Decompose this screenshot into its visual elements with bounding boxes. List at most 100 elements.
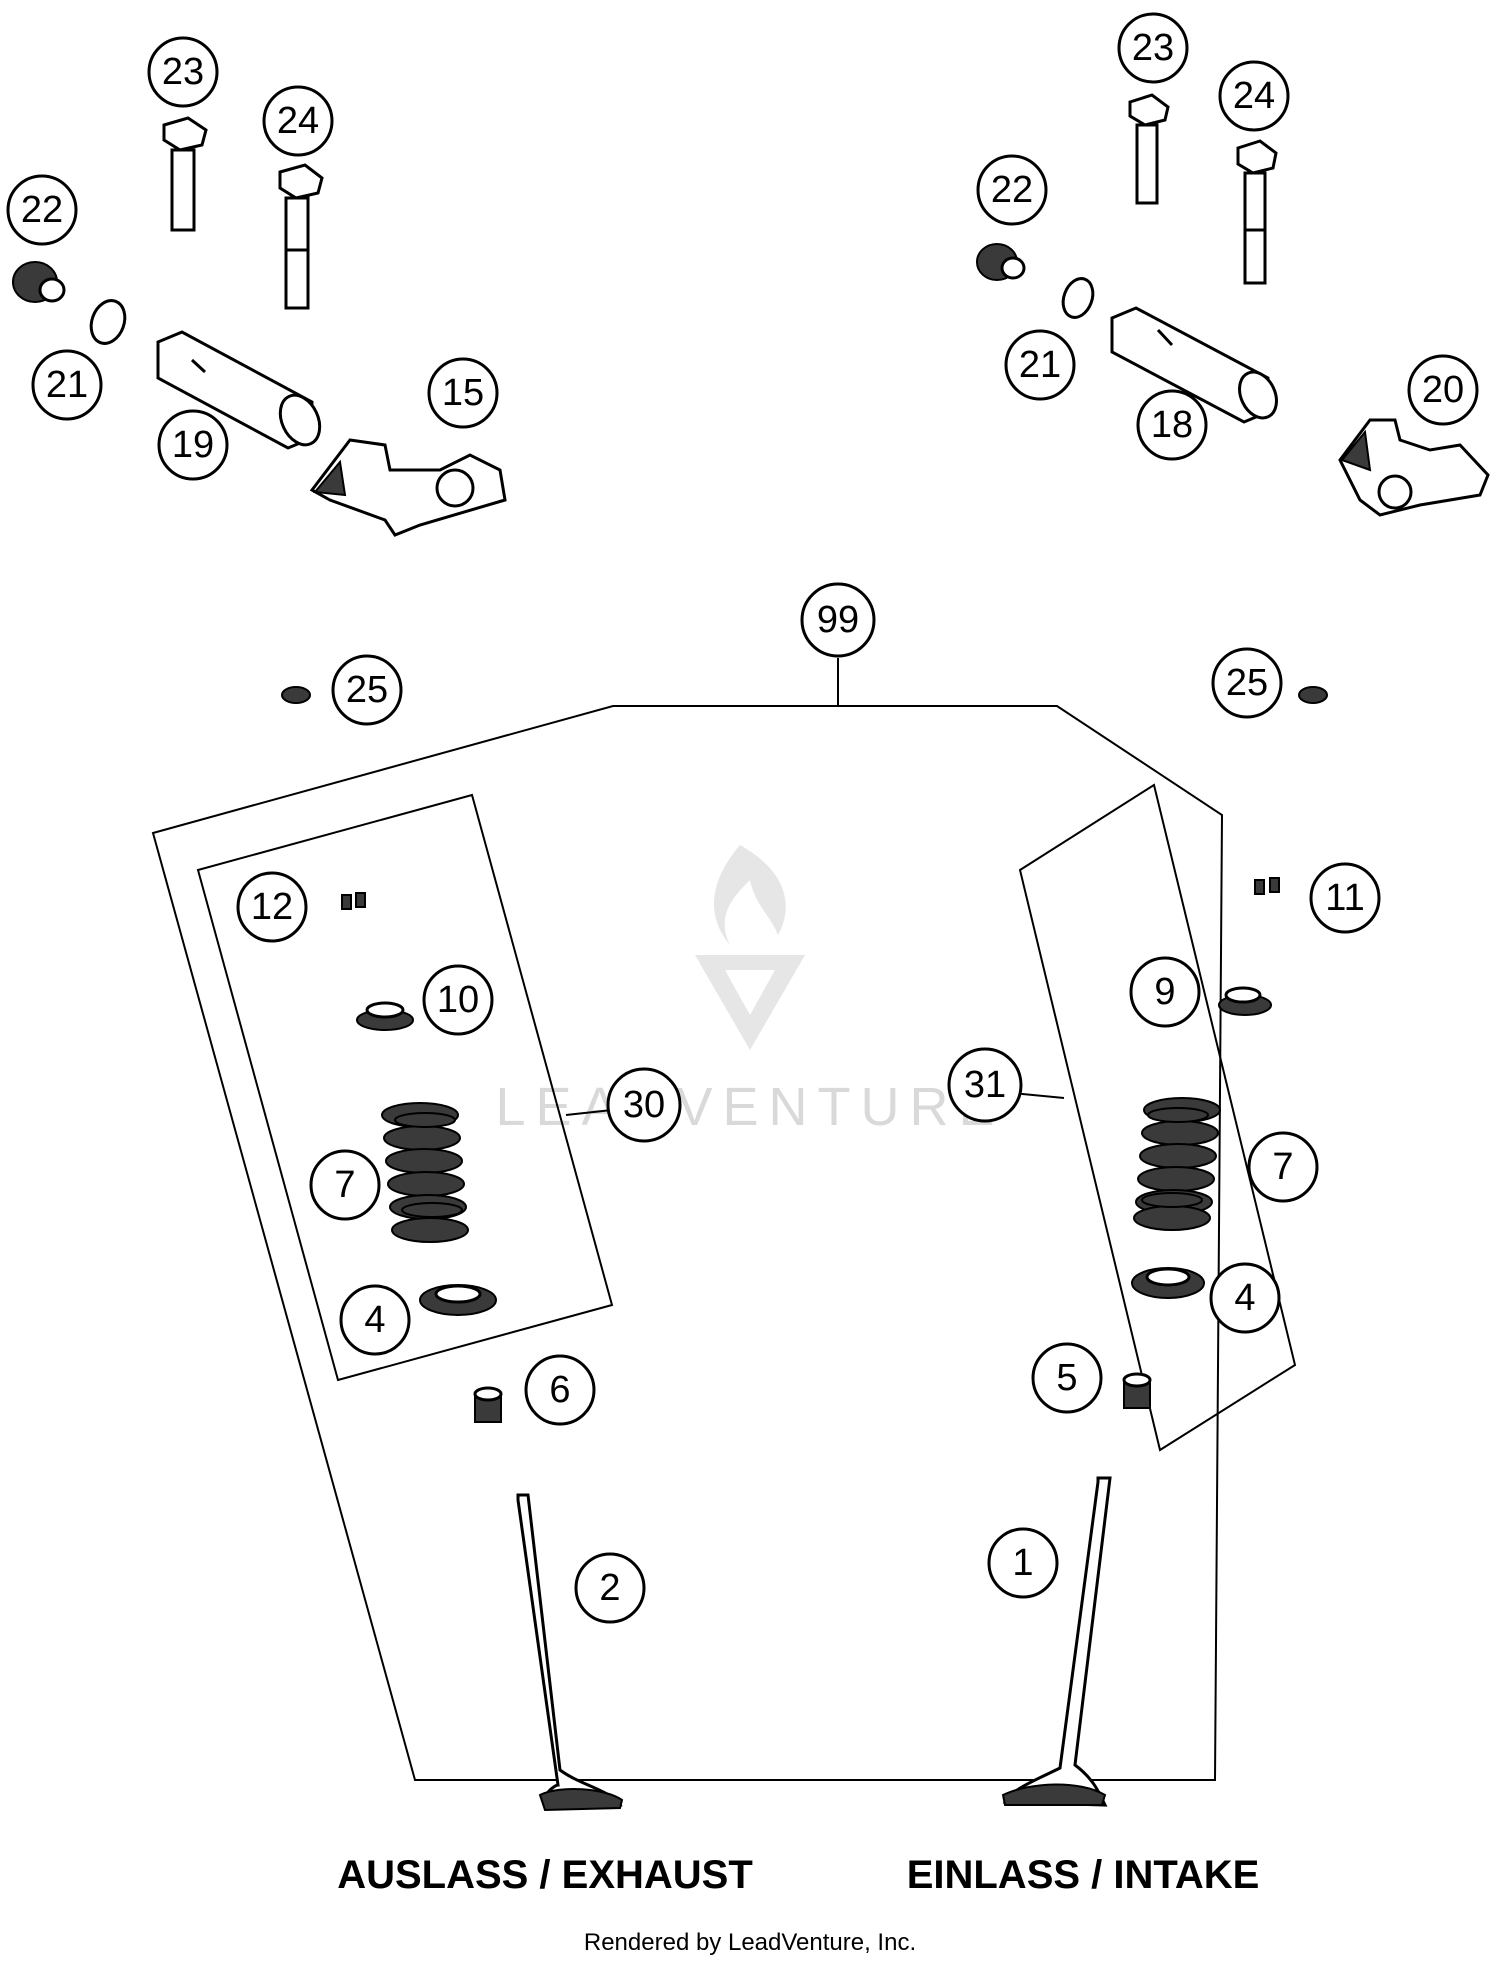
callout-19: 19 <box>157 409 229 481</box>
callout-99: 99 <box>800 582 876 658</box>
svg-text:24: 24 <box>277 100 319 142</box>
svg-text:30: 30 <box>623 1084 665 1126</box>
callout-7-right: 7 <box>1247 1131 1319 1203</box>
bolt-23-right <box>1128 93 1170 205</box>
svg-text:4: 4 <box>1234 1277 1255 1319</box>
callouts: 23 24 22 21 19 15 23 24 22 21 18 20 99 2… <box>6 12 1479 1624</box>
kit-frame-31 <box>1018 783 1297 1452</box>
intake-label: EINLASS / INTAKE <box>907 1853 1260 1897</box>
callout-31: 31 <box>947 1047 1023 1123</box>
callout-21-right: 21 <box>1004 329 1076 401</box>
svg-text:21: 21 <box>46 364 88 406</box>
svg-text:22: 22 <box>991 169 1033 211</box>
keepers-12 <box>341 892 366 910</box>
intake-valve-1 <box>1001 1476 1112 1807</box>
plug-22-left <box>12 261 66 303</box>
svg-text:15: 15 <box>442 372 484 414</box>
svg-text:99: 99 <box>817 599 859 641</box>
valve-spring-7-right <box>1133 1097 1221 1231</box>
callout-25-right: 25 <box>1211 647 1283 719</box>
intake-valve-kit-parts <box>1001 877 1280 1807</box>
shaft-19 <box>156 330 322 450</box>
svg-text:31: 31 <box>964 1064 1006 1106</box>
callout-7-left: 7 <box>309 1149 381 1221</box>
shim-25-left <box>281 686 311 704</box>
kit-frame-99 <box>151 705 1224 1781</box>
oring-21-left <box>89 299 127 345</box>
leader-30 <box>565 1109 613 1116</box>
spring-retainer-10 <box>356 1001 414 1031</box>
spring-seat-4-left <box>419 1284 497 1316</box>
svg-text:21: 21 <box>1019 344 1061 386</box>
callout-22-left: 22 <box>6 174 78 246</box>
valve-seal-5 <box>1122 1372 1152 1409</box>
svg-text:10: 10 <box>437 979 479 1021</box>
callout-20: 20 <box>1407 354 1479 426</box>
svg-text:25: 25 <box>346 669 388 711</box>
callout-21-left: 21 <box>31 349 103 421</box>
callout-9: 9 <box>1129 956 1201 1028</box>
callout-25-left: 25 <box>331 654 403 726</box>
callout-1: 1 <box>987 1527 1059 1599</box>
shim-25-right <box>1298 686 1328 704</box>
valve-spring-7-left <box>381 1102 469 1243</box>
watermark-text: LEADVENTURE <box>495 1077 1004 1137</box>
rocker-arm-15 <box>309 438 507 537</box>
svg-text:9: 9 <box>1154 971 1175 1013</box>
callout-12: 12 <box>236 871 308 943</box>
callout-4-right: 4 <box>1209 1262 1281 1334</box>
exhaust-label: AUSLASS / EXHAUST <box>337 1853 753 1897</box>
bolt-24-left <box>278 163 324 310</box>
svg-text:23: 23 <box>162 51 204 93</box>
exhaust-rocker-group <box>12 116 507 537</box>
callout-24-right: 24 <box>1218 60 1290 132</box>
callout-15: 15 <box>427 357 499 429</box>
svg-text:6: 6 <box>549 1369 570 1411</box>
callout-5: 5 <box>1031 1342 1103 1414</box>
callout-24-left: 24 <box>262 85 334 157</box>
exhaust-valve-2 <box>516 1493 624 1812</box>
callout-18: 18 <box>1136 389 1208 461</box>
valve-seal-6 <box>473 1386 503 1423</box>
svg-text:19: 19 <box>172 424 214 466</box>
svg-text:5: 5 <box>1056 1357 1077 1399</box>
oring-21-right <box>1061 277 1095 319</box>
callout-23-left: 23 <box>147 36 219 108</box>
svg-text:24: 24 <box>1233 75 1275 117</box>
svg-text:12: 12 <box>251 886 293 928</box>
callout-23-right: 23 <box>1117 12 1189 84</box>
credit-line: Rendered by LeadVenture, Inc. <box>584 1929 916 1956</box>
bolt-23-left <box>162 116 208 232</box>
v-watermark-icon <box>695 955 805 1050</box>
spring-retainer-9 <box>1218 986 1272 1016</box>
callout-22-right: 22 <box>976 154 1048 226</box>
intake-rocker-group <box>976 93 1490 517</box>
svg-text:7: 7 <box>334 1164 355 1206</box>
exhaust-valve-kit-parts <box>341 892 624 1812</box>
callout-2: 2 <box>574 1552 646 1624</box>
shaft-18 <box>1110 306 1278 424</box>
callout-4-left: 4 <box>339 1284 411 1356</box>
leadventure-watermark: LEADVENTURE <box>495 845 1004 1137</box>
kit-frame-30 <box>196 793 614 1382</box>
callout-10: 10 <box>422 964 494 1036</box>
flame-watermark-icon <box>713 845 786 945</box>
plug-22-right <box>976 243 1026 281</box>
callout-6: 6 <box>524 1354 596 1426</box>
svg-text:25: 25 <box>1226 662 1268 704</box>
callout-30: 30 <box>606 1067 682 1143</box>
svg-text:20: 20 <box>1422 369 1464 411</box>
svg-text:4: 4 <box>364 1299 385 1341</box>
svg-text:7: 7 <box>1272 1146 1293 1188</box>
keepers-11 <box>1254 877 1280 895</box>
svg-text:22: 22 <box>21 189 63 231</box>
spring-seat-4-right <box>1131 1267 1205 1299</box>
bolt-24-right <box>1236 139 1278 285</box>
svg-text:11: 11 <box>1325 877 1364 919</box>
svg-text:2: 2 <box>599 1567 620 1609</box>
svg-text:18: 18 <box>1151 404 1193 446</box>
svg-text:23: 23 <box>1132 27 1174 69</box>
rocker-arm-20 <box>1338 418 1490 517</box>
callout-11: 11 <box>1309 862 1381 934</box>
